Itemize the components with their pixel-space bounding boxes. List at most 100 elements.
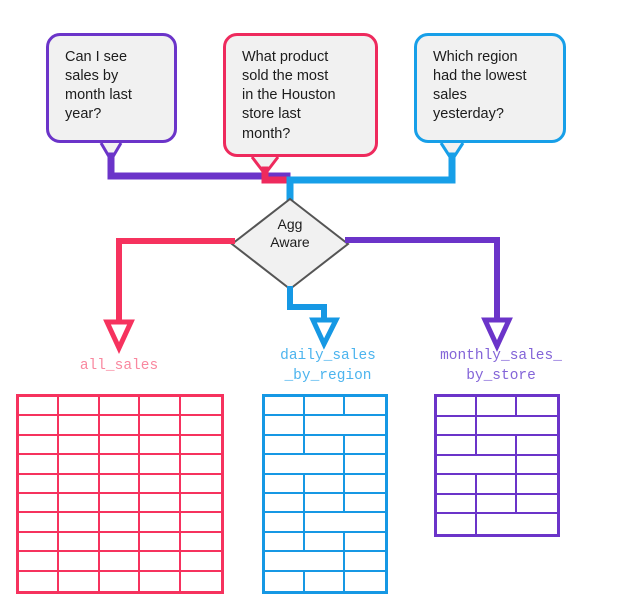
table-cell bbox=[180, 475, 221, 494]
table-cell bbox=[19, 455, 60, 475]
table-cell bbox=[477, 436, 517, 456]
table-cell bbox=[19, 552, 60, 572]
table-cell bbox=[140, 416, 181, 436]
table-cell bbox=[59, 532, 100, 553]
table-cell bbox=[99, 493, 141, 514]
table-cell bbox=[345, 436, 385, 456]
table-label-daily-sales-by-region: daily_sales _by_region bbox=[280, 348, 376, 384]
question-bubble-houston-product[interactable]: What product sold the most in the Housto… bbox=[223, 33, 378, 157]
table-cell bbox=[265, 435, 305, 456]
table-cell bbox=[181, 572, 221, 591]
table-cell bbox=[180, 494, 221, 514]
table-cell bbox=[305, 532, 345, 553]
edge-router-to-monthly-sales bbox=[345, 237, 500, 323]
arrowhead-all-sales bbox=[103, 319, 135, 354]
table-cell bbox=[345, 513, 385, 533]
table-cell bbox=[345, 397, 385, 417]
table-cell bbox=[180, 455, 221, 475]
table-cell bbox=[99, 416, 141, 436]
agg-aware-node[interactable] bbox=[230, 197, 350, 291]
table-cell bbox=[265, 552, 305, 572]
table-cell bbox=[19, 493, 60, 514]
question-bubble-month-sales[interactable]: Can I see sales by month last year? bbox=[46, 33, 177, 143]
table-cell bbox=[437, 436, 477, 456]
table-cell bbox=[477, 494, 517, 515]
table-cell bbox=[140, 455, 181, 475]
table-grid-all-sales[interactable] bbox=[16, 394, 224, 594]
table-cell bbox=[19, 513, 60, 533]
table-cell bbox=[517, 397, 557, 417]
table-cell bbox=[517, 417, 557, 437]
table-cell bbox=[99, 474, 141, 494]
table-cell bbox=[437, 494, 477, 515]
table-cell bbox=[140, 552, 181, 572]
table-cell bbox=[265, 455, 305, 475]
table-cell bbox=[19, 532, 60, 553]
table-cell bbox=[180, 416, 221, 436]
table-cell bbox=[345, 552, 385, 572]
table-cell bbox=[140, 474, 181, 494]
table-cell bbox=[265, 493, 305, 514]
table-label-monthly-sales-by-store: monthly_sales_ by_store bbox=[440, 348, 562, 384]
table-cell bbox=[180, 397, 221, 417]
table-cell bbox=[437, 514, 477, 534]
table-cell bbox=[99, 455, 141, 475]
table-cell bbox=[59, 513, 100, 533]
table-cell bbox=[59, 552, 100, 572]
table-label-all-sales: all_sales bbox=[79, 358, 159, 374]
table-cell bbox=[517, 456, 557, 476]
table-cell bbox=[99, 397, 141, 417]
edge-purple-to-router bbox=[107, 152, 291, 180]
table-cell bbox=[100, 571, 141, 591]
edge-pink-to-router bbox=[261, 166, 291, 184]
table-cell bbox=[477, 397, 517, 417]
table-cell bbox=[140, 532, 181, 553]
table-cell bbox=[140, 397, 181, 417]
table-cell bbox=[59, 571, 100, 591]
table-cell bbox=[99, 552, 141, 572]
table-cell bbox=[305, 455, 345, 475]
table-cell bbox=[59, 493, 100, 514]
table-grid-monthly-sales-by-store[interactable] bbox=[434, 394, 560, 537]
table-cell bbox=[437, 416, 477, 437]
table-cell bbox=[305, 552, 345, 572]
arrowhead-monthly-sales bbox=[481, 317, 513, 352]
table-cell bbox=[265, 474, 305, 494]
table-cell bbox=[345, 572, 385, 591]
table-cell bbox=[19, 571, 60, 591]
table-cell bbox=[140, 513, 181, 533]
table-cell bbox=[59, 474, 100, 494]
table-cell bbox=[99, 532, 141, 553]
table-cell bbox=[180, 436, 221, 456]
table-cell bbox=[437, 475, 477, 495]
table-cell bbox=[265, 416, 305, 436]
table-cell bbox=[140, 493, 181, 514]
table-cell bbox=[517, 514, 557, 534]
table-cell bbox=[59, 416, 100, 436]
table-cell bbox=[517, 495, 557, 515]
edge-router-to-all-sales bbox=[116, 238, 235, 325]
table-cell bbox=[305, 397, 345, 417]
table-cell bbox=[437, 456, 477, 476]
table-grid-daily-sales-by-region[interactable] bbox=[262, 394, 388, 594]
table-cell bbox=[345, 475, 385, 494]
table-cell bbox=[477, 475, 517, 495]
question-bubble-lowest-region[interactable]: Which region had the lowest sales yester… bbox=[414, 33, 566, 143]
edge-blue-to-router bbox=[286, 152, 456, 203]
table-cell bbox=[19, 397, 60, 417]
table-cell bbox=[265, 397, 305, 417]
edge-router-to-daily-sales bbox=[287, 286, 327, 323]
table-cell bbox=[140, 435, 181, 456]
table-cell bbox=[265, 571, 305, 591]
table-cell bbox=[345, 416, 385, 436]
table-cell bbox=[477, 514, 517, 534]
table-cell bbox=[180, 552, 221, 572]
table-cell bbox=[477, 455, 517, 476]
table-cell bbox=[305, 513, 345, 533]
table-cell bbox=[59, 397, 100, 417]
table-cell bbox=[345, 494, 385, 514]
table-cell bbox=[140, 571, 181, 591]
table-cell bbox=[305, 571, 345, 591]
table-cell bbox=[517, 475, 557, 495]
